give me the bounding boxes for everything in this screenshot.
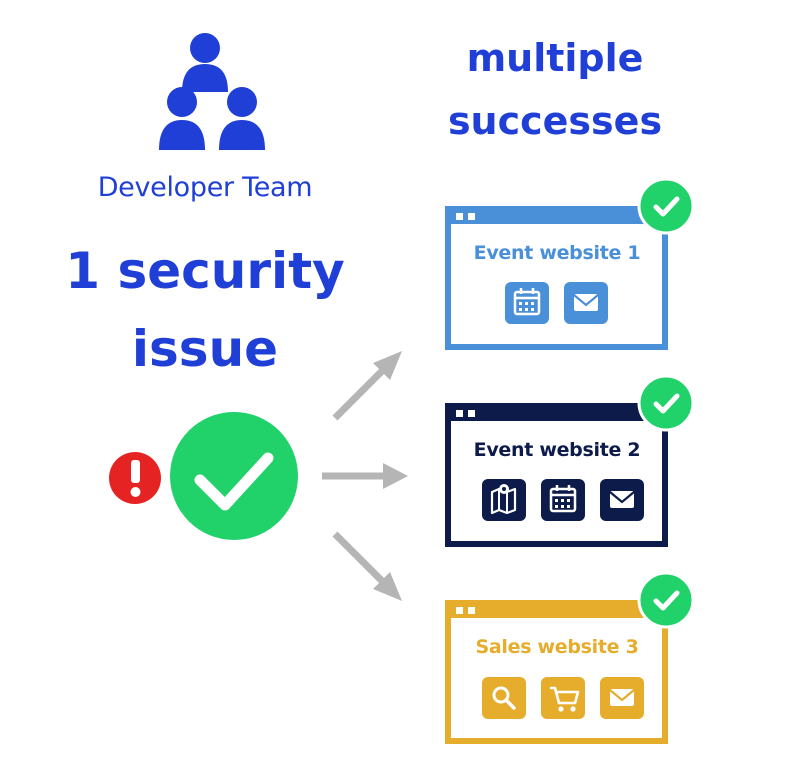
site-title-3: Sales website 3 (475, 636, 639, 658)
check-badge-3-icon (637, 571, 695, 629)
developer-team-icon (159, 33, 265, 150)
cart-icon (541, 677, 585, 719)
arrow-right-icon (322, 463, 408, 489)
person-top-icon (182, 33, 228, 92)
arrows (322, 351, 408, 601)
issue-title-line1: 1 security (65, 242, 345, 300)
person-right-icon (219, 87, 265, 150)
site-title-2: Event website 2 (473, 439, 641, 461)
successes-title-line1: multiple (466, 36, 644, 80)
team-label: Developer Team (97, 172, 313, 203)
mail-icon (600, 479, 644, 521)
calendar-icon (505, 282, 549, 324)
event-website-2-window (445, 403, 668, 547)
check-badge-1-icon (637, 177, 695, 235)
person-left-icon (159, 87, 205, 150)
check-badge-2-icon (637, 374, 695, 432)
big-check-icon (170, 412, 298, 540)
calendar-icon (541, 479, 585, 521)
mail-icon (564, 282, 608, 324)
search-icon (482, 677, 526, 719)
mail-icon (600, 677, 644, 719)
event-website-1-window (445, 206, 668, 350)
map-icon (482, 479, 526, 521)
alert-icon (109, 452, 161, 504)
arrow-down-right-icon (332, 531, 402, 601)
sales-website-3-window (445, 600, 668, 744)
site-title-1: Event website 1 (473, 242, 641, 264)
arrow-up-right-icon (332, 351, 402, 421)
issue-title-line2: issue (131, 320, 279, 378)
successes-title-line2: successes (447, 99, 663, 143)
